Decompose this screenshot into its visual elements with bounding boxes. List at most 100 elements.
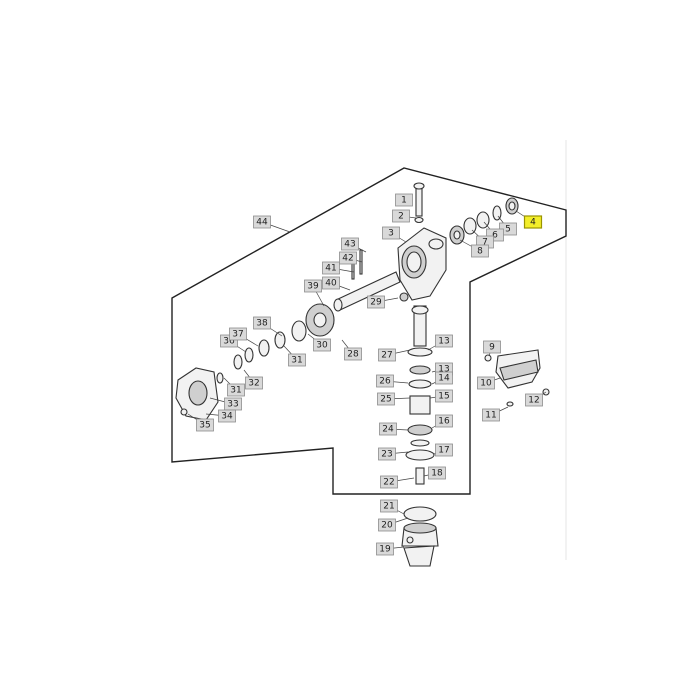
leader-lines xyxy=(187,199,547,550)
callout-box xyxy=(322,261,340,275)
callout-box xyxy=(313,338,331,352)
callout-label[interactable]: 35 xyxy=(196,418,214,432)
callout-box xyxy=(344,347,362,361)
callout-label[interactable]: 16 xyxy=(435,414,453,428)
ring-part xyxy=(216,372,224,384)
shaft-collar-part xyxy=(411,305,429,315)
spacer-part xyxy=(463,217,477,235)
bolt-head-part xyxy=(413,182,425,190)
callout-number: 35 xyxy=(199,421,210,431)
washer-part xyxy=(414,216,424,224)
callout-label[interactable]: 28 xyxy=(344,347,362,361)
callout-label[interactable]: 14 xyxy=(435,371,453,385)
callout-number: 41 xyxy=(325,264,336,274)
ring-part xyxy=(244,347,254,363)
bearing-part xyxy=(407,424,433,436)
callout-label[interactable]: 9 xyxy=(483,340,501,354)
callout-label[interactable]: 41 xyxy=(322,261,340,275)
callout-box xyxy=(377,392,395,406)
callout-label[interactable]: 27 xyxy=(378,348,396,362)
assembly-frame xyxy=(171,167,567,495)
callout-box xyxy=(382,226,400,240)
callout-label[interactable]: 29 xyxy=(367,295,385,309)
ring-part xyxy=(233,354,243,370)
callout-number: 38 xyxy=(256,319,268,329)
callout-label[interactable]: 38 xyxy=(253,316,271,330)
callout-box xyxy=(435,414,453,428)
callout-label[interactable]: 2 xyxy=(392,209,410,223)
housing-bore-inner-part xyxy=(406,251,422,273)
callout-label[interactable]: 22 xyxy=(380,475,398,489)
callout-number: 19 xyxy=(379,545,391,555)
bolt-part xyxy=(406,536,414,544)
callout-label-highlighted[interactable]: 4 xyxy=(523,215,543,229)
callout-label[interactable]: 12 xyxy=(525,393,543,407)
callout-label[interactable]: 3 xyxy=(382,226,400,240)
bevel-gear-hub-part xyxy=(313,312,327,328)
callout-number: 37 xyxy=(232,330,243,340)
callout-label[interactable]: 11 xyxy=(482,408,500,422)
callout-label[interactable]: 10 xyxy=(477,376,495,390)
callout-label[interactable]: 23 xyxy=(378,447,396,461)
callout-number: 11 xyxy=(485,411,496,421)
callout-box xyxy=(380,499,398,513)
callout-number: 20 xyxy=(381,521,393,531)
callout-label[interactable]: 25 xyxy=(377,392,395,406)
callout-label[interactable]: 18 xyxy=(428,466,446,480)
callout-number: 6 xyxy=(492,231,498,241)
callout-box xyxy=(435,389,453,403)
callout-box xyxy=(525,393,543,407)
callout-label[interactable]: 32 xyxy=(245,376,263,390)
bearing-part xyxy=(409,365,431,375)
callout-number: 33 xyxy=(227,400,238,410)
callout-number: 31 xyxy=(291,356,302,366)
callout-box xyxy=(253,316,271,330)
bolt-part xyxy=(415,185,423,217)
callout-box xyxy=(435,371,453,385)
callout-box xyxy=(477,376,495,390)
parts-drawing xyxy=(175,182,550,567)
callout-label[interactable]: 26 xyxy=(376,374,394,388)
callout-number: 3 xyxy=(388,229,394,239)
callout-box xyxy=(341,237,359,251)
callout-label[interactable]: 24 xyxy=(379,422,397,436)
callout-label[interactable]: 43 xyxy=(341,237,359,251)
callout-label[interactable]: 13 xyxy=(435,334,453,348)
seal-part xyxy=(403,506,437,522)
callout-label[interactable]: 17 xyxy=(435,443,453,457)
callout-box xyxy=(378,348,396,362)
callout-box xyxy=(288,353,306,367)
callout-box xyxy=(435,334,453,348)
callout-number: 42 xyxy=(342,254,353,264)
callout-label[interactable]: 34 xyxy=(218,409,236,423)
callout-label[interactable]: 37 xyxy=(229,327,247,341)
ring-part xyxy=(492,205,502,221)
callout-label[interactable]: 31 xyxy=(227,383,245,397)
ring-part xyxy=(258,339,270,357)
callout-box xyxy=(395,193,413,207)
ring-part xyxy=(274,331,286,349)
callout-label[interactable]: 8 xyxy=(471,244,489,258)
callout-label[interactable]: 15 xyxy=(435,389,453,403)
callout-label[interactable]: 40 xyxy=(322,276,340,290)
callout-label[interactable]: 20 xyxy=(378,518,396,532)
callout-number: 12 xyxy=(528,396,539,406)
nut-part xyxy=(399,292,409,302)
callout-label[interactable]: 39 xyxy=(304,279,322,293)
callout-label[interactable]: 30 xyxy=(313,338,331,352)
shaft-end-part xyxy=(415,467,425,485)
callout-number: 16 xyxy=(438,417,450,427)
callout-label[interactable]: 19 xyxy=(376,542,394,556)
callout-label[interactable]: 1 xyxy=(395,193,413,207)
bearing-part xyxy=(291,320,307,342)
callout-label[interactable]: 33 xyxy=(224,397,242,411)
bolt-part xyxy=(180,408,188,416)
callout-number: 5 xyxy=(505,225,511,235)
callout-label[interactable]: 31 xyxy=(288,353,306,367)
callout-box xyxy=(304,279,322,293)
ring-part xyxy=(408,379,432,389)
callout-label[interactable]: 42 xyxy=(339,251,357,265)
callout-label[interactable]: 44 xyxy=(253,215,271,229)
callout-label[interactable]: 21 xyxy=(380,499,398,513)
